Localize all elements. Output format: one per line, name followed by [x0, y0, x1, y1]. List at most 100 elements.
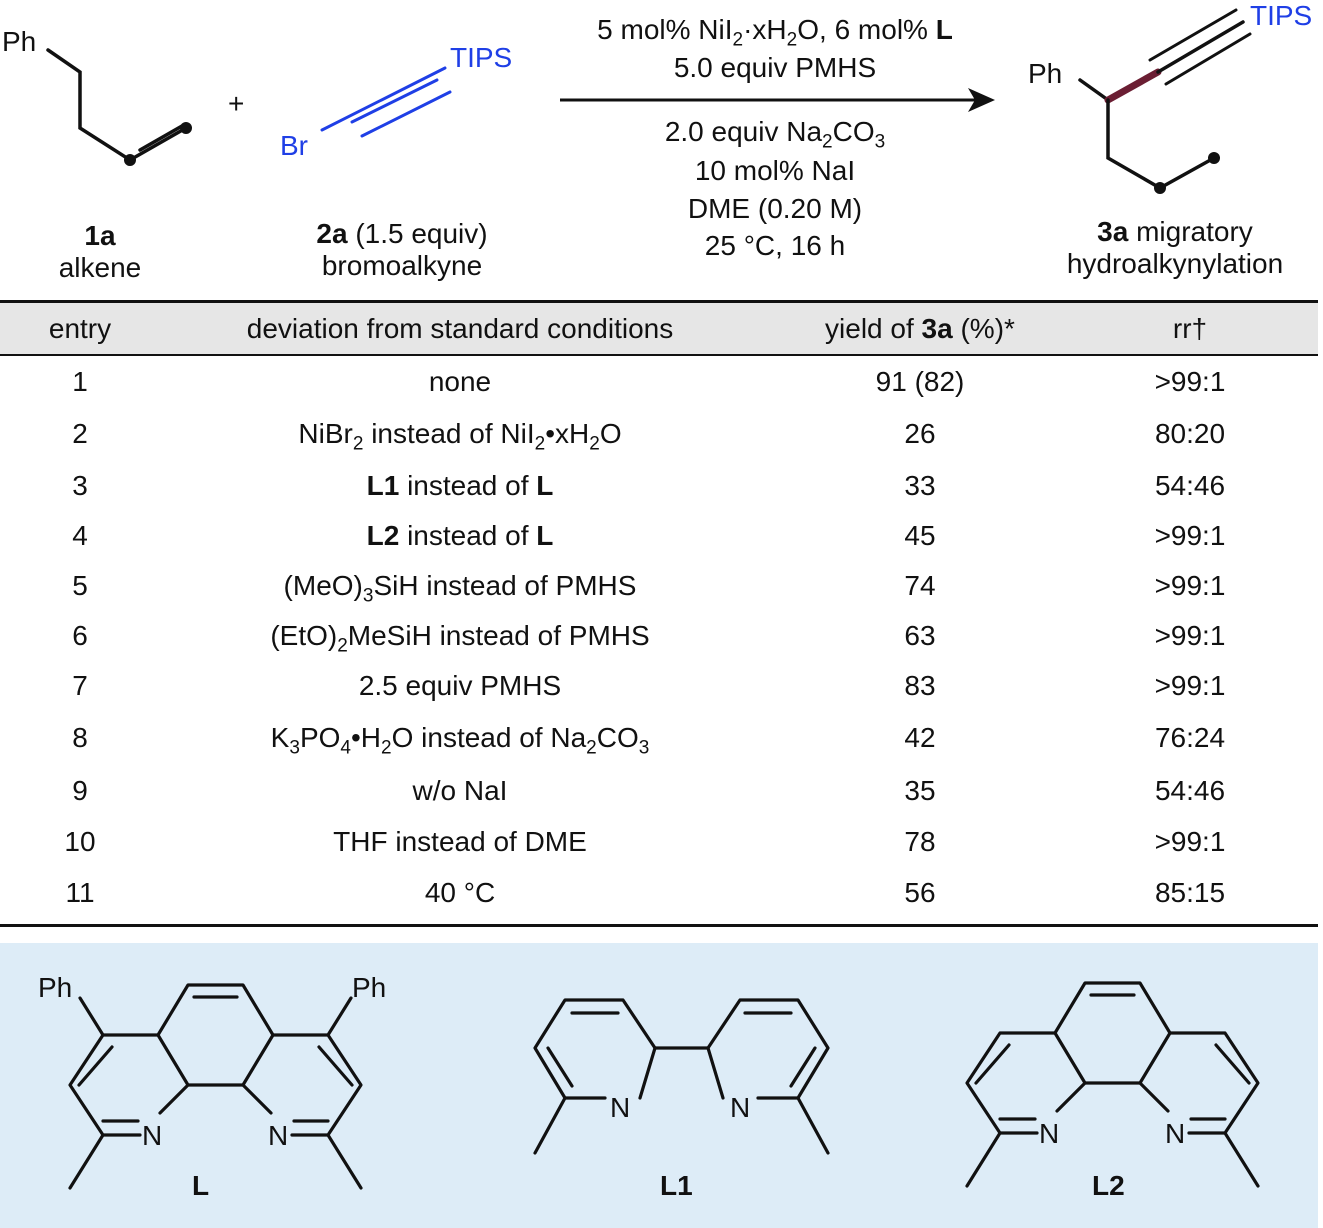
- plus-sign: +: [228, 88, 245, 119]
- alkene-terminal-dot: [180, 122, 192, 134]
- cell-deviation: K3PO4•H2O instead of Na2CO3: [270, 722, 650, 759]
- scheme-structures: [46, 8, 1252, 194]
- table-row: 10 THF instead of DME 78 >99:1: [0, 826, 1318, 866]
- cell-entry: 8: [72, 722, 88, 753]
- alkene-id: 1a: [84, 220, 116, 251]
- cell-deviation: L2 instead of L: [366, 520, 554, 551]
- cell-entry: 10: [64, 826, 96, 857]
- cell-rr: >99:1: [1154, 826, 1226, 857]
- table-row: 1 none 91 (82) >99:1: [0, 366, 1318, 406]
- cell-rr: 80:20: [1154, 418, 1226, 449]
- header-rr: rr†: [1172, 313, 1208, 344]
- cell-entry: 11: [65, 877, 95, 908]
- cell-deviation: (MeO)3SiH instead of PMHS: [283, 570, 637, 607]
- cell-deviation: none: [428, 366, 492, 397]
- table-row: 8 K3PO4•H2O instead of Na2CO3 42 76:24: [0, 722, 1318, 762]
- product-terminal-dot: [1208, 152, 1220, 164]
- table-row: 2 NiBr2 instead of NiI2•xH2O 26 80:20: [0, 418, 1318, 458]
- ligand-L1-id: L1: [660, 1170, 693, 1201]
- conditions-below-line-1: 2.0 equiv Na2CO3: [664, 116, 886, 153]
- table-row: 7 2.5 equiv PMHS 83 >99:1: [0, 670, 1318, 710]
- ligand-L2-n-right: N: [1165, 1118, 1186, 1149]
- conditions-below-line-2: 10 mol% NaI: [694, 155, 856, 186]
- cell-yield: 63: [904, 620, 936, 651]
- alkene-ph-label: Ph: [2, 26, 37, 57]
- header-yield: yield of 3a (%)*: [790, 313, 1050, 345]
- reaction-arrow: [560, 88, 995, 112]
- bromoalkyne-equiv: (1.5 equiv): [355, 218, 488, 249]
- alkene-deuterium-dot: [124, 154, 136, 166]
- cell-deviation: THF instead of DME: [333, 826, 587, 857]
- conditions-below-line-3: DME (0.20 M): [687, 193, 863, 224]
- bromoalkyne-br-label: Br: [280, 130, 308, 161]
- conditions-below-line-4: 25 °C, 16 h: [704, 230, 846, 261]
- cell-deviation: w/o NaI: [412, 775, 508, 806]
- cell-deviation: (EtO)2MeSiH instead of PMHS: [270, 620, 650, 657]
- cell-yield: 45: [904, 520, 936, 551]
- cell-rr: >99:1: [1154, 620, 1226, 651]
- cell-rr: 85:15: [1154, 877, 1226, 908]
- cell-deviation: L1 instead of L: [366, 470, 554, 501]
- cell-entry: 6: [72, 620, 88, 651]
- bromoalkyne-structure: [320, 66, 452, 138]
- product-label-2: hydroalkynylation: [1066, 248, 1284, 279]
- alkene-structure: [46, 48, 188, 163]
- ligand-L-id: L: [192, 1170, 210, 1201]
- cell-entry: 3: [72, 470, 88, 501]
- table-row: 11 40 °C 56 85:15: [0, 877, 1318, 917]
- header-yield-suffix: (%)*: [960, 313, 1015, 344]
- ligand-L-n-right: N: [268, 1120, 289, 1151]
- cell-entry: 9: [72, 775, 88, 806]
- ligand-structures: [68, 981, 1260, 1190]
- product-label-1: migratory: [1136, 216, 1253, 247]
- cell-rr: >99:1: [1154, 366, 1226, 397]
- product-deuterium-dot: [1154, 182, 1166, 194]
- header-yield-prefix: yield of: [825, 313, 914, 344]
- conditions-above-line-1: 5 mol% NiI2·xH2O, 6 mol% L: [597, 14, 953, 51]
- product-id: 3a: [1097, 216, 1129, 247]
- table-bottom-rule: [0, 924, 1318, 927]
- alkene-name: alkene: [58, 252, 142, 283]
- ligand-L2-id: L2: [1092, 1170, 1125, 1201]
- ligand-L-ph-right: Ph: [352, 972, 387, 1003]
- cell-yield: 35: [904, 775, 936, 806]
- cell-entry: 1: [72, 366, 88, 397]
- cell-yield: 74: [904, 570, 936, 601]
- ligand-L1-n-right: N: [730, 1092, 751, 1123]
- ligand-L-n-left: N: [142, 1120, 163, 1151]
- ligand-L2-n-left: N: [1039, 1118, 1060, 1149]
- cell-rr: >99:1: [1154, 670, 1226, 701]
- table-row: 5 (MeO)3SiH instead of PMHS 74 >99:1: [0, 570, 1318, 610]
- table-row: 3 L1 instead of L 33 54:46: [0, 470, 1318, 510]
- cell-yield: 42: [904, 722, 936, 753]
- cell-entry: 4: [72, 520, 88, 551]
- product-structure: [1078, 8, 1252, 191]
- cell-entry: 2: [72, 418, 88, 449]
- bromoalkyne-compound-label: 2a (1.5 equiv) bromoalkyne: [262, 218, 542, 282]
- ligand-L2-structure: [965, 981, 1260, 1188]
- cell-deviation: NiBr2 instead of NiI2•xH2O: [298, 418, 622, 455]
- cell-rr: >99:1: [1154, 570, 1226, 601]
- cell-rr: 54:46: [1154, 775, 1226, 806]
- table-header-rule: [0, 354, 1318, 356]
- product-tips-label: TIPS: [1250, 0, 1313, 31]
- product-compound-label: 3a migratory hydroalkynylation: [1040, 216, 1310, 280]
- cell-rr: 54:46: [1154, 470, 1226, 501]
- table-header-band: [0, 303, 1318, 355]
- cell-yield: 26: [904, 418, 936, 449]
- cell-yield: 56: [904, 877, 936, 908]
- header-entry: entry: [48, 313, 112, 344]
- cell-yield: 83: [904, 670, 936, 701]
- ligand-L-ph-left: Ph: [38, 972, 73, 1003]
- table-row: 4 L2 instead of L 45 >99:1: [0, 520, 1318, 560]
- product-ph-label: Ph: [1028, 58, 1063, 89]
- ligand-L-structure: [68, 983, 363, 1190]
- conditions-above-line-2: 5.0 equiv PMHS: [673, 52, 877, 83]
- bromoalkyne-name: bromoalkyne: [321, 250, 483, 281]
- table-top-rule: [0, 300, 1318, 303]
- table-row: 9 w/o NaI 35 54:46: [0, 775, 1318, 815]
- cell-deviation: 40 °C: [424, 877, 496, 908]
- header-deviation: deviation from standard conditions: [246, 313, 674, 344]
- bromoalkyne-id: 2a: [316, 218, 348, 249]
- table-row: 6 (EtO)2MeSiH instead of PMHS 63 >99:1: [0, 620, 1318, 660]
